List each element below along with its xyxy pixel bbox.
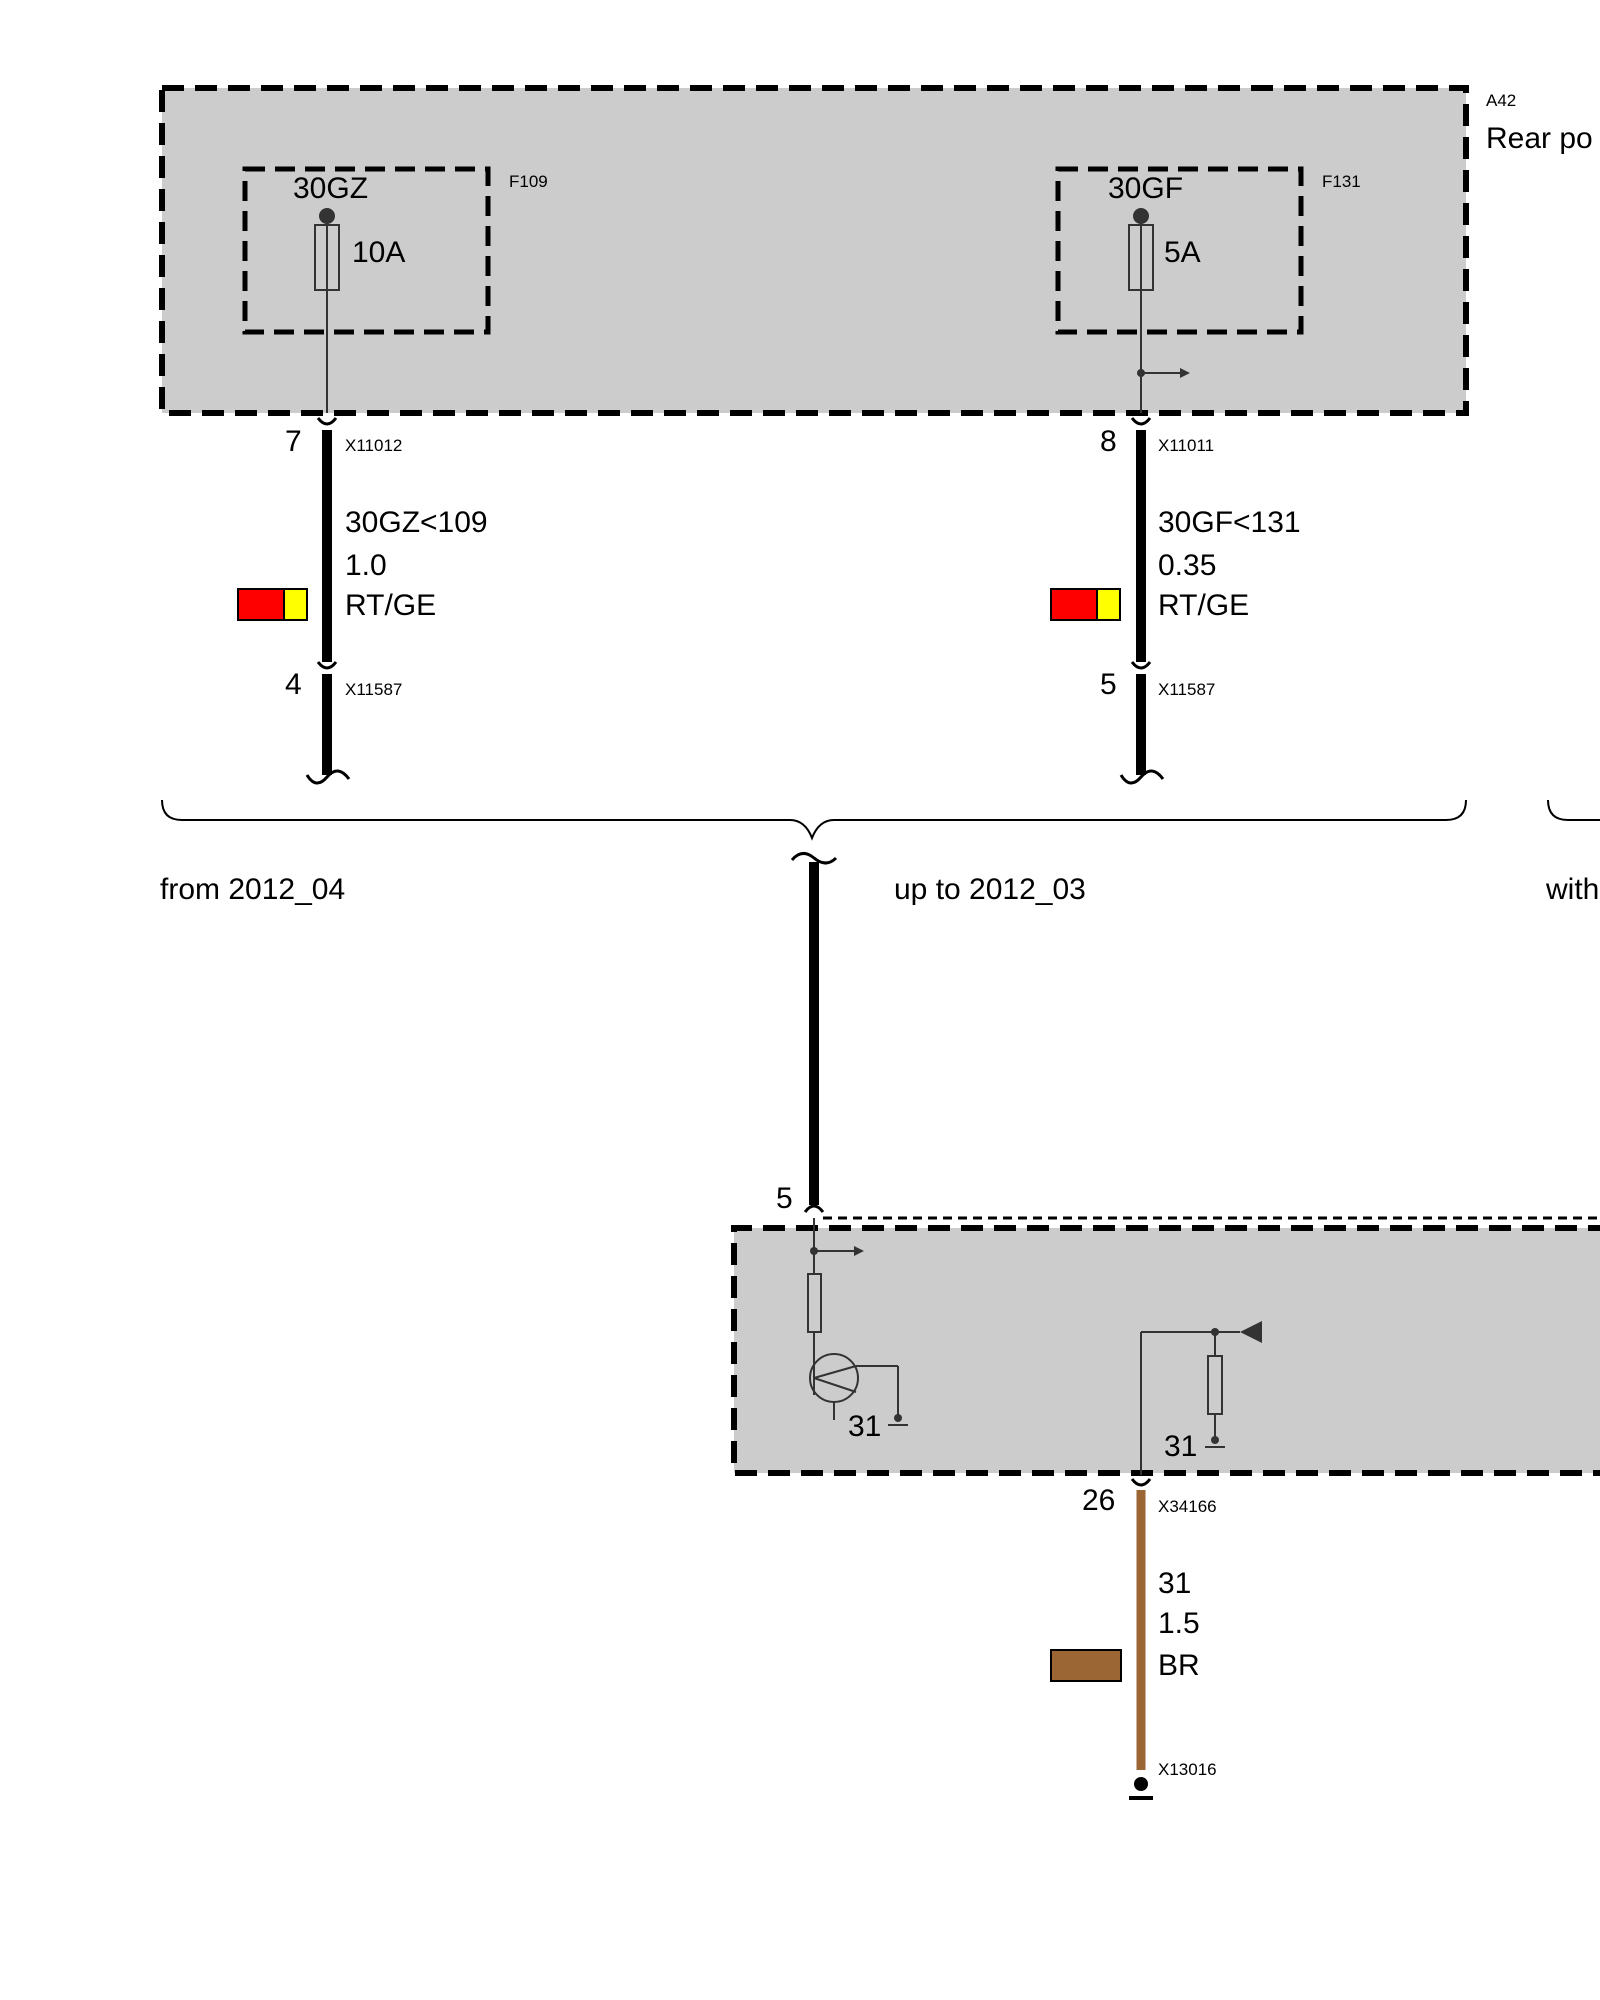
fuse-f131-id: F131 [1322, 172, 1361, 191]
wire-30gf-break-symbol [1119, 769, 1165, 785]
fuse-f109-rating: 10A [352, 236, 405, 269]
wire-30gz-color: RT/GE [345, 589, 436, 622]
fuse-f131-rating: 5A [1164, 236, 1201, 269]
wire-30gz-gauge: 1.0 [345, 549, 387, 582]
pin-26-label: 26 [1082, 1484, 1115, 1517]
module-a42-box [159, 85, 1469, 416]
ground-left-label: 31 [848, 1410, 881, 1443]
connector-x11012-symbol [316, 417, 338, 426]
variant-middle-label: up to 2012_03 [894, 873, 1086, 906]
wire-30gz-break-symbol [305, 769, 351, 785]
ground-left-dot [894, 1414, 902, 1422]
ground-point-x13016-dot [1134, 1777, 1148, 1791]
pin-4-label: 4 [285, 668, 302, 701]
connector-x11011-symbol [1130, 417, 1152, 426]
wire-31-color-swatch [1050, 1649, 1122, 1682]
connector-x13016-label: X13016 [1158, 1760, 1217, 1779]
connector-x11012-label: X11012 [345, 436, 402, 455]
wire-30gz-color-swatch [237, 588, 308, 621]
pin-8-label: 8 [1100, 425, 1117, 458]
connector-x11587-left-label: X11587 [345, 680, 402, 699]
fuse-f131-terminal: 30GF [1108, 172, 1183, 205]
fuse-f109-terminal: 30GZ [293, 172, 368, 205]
connector-x34166-symbol [1130, 1478, 1152, 1487]
variant-brace-right [1547, 799, 1600, 821]
wire-30gf-signal: 30GF<131 [1158, 506, 1301, 539]
wire-30gf-color-swatch [1050, 588, 1121, 621]
right-circuit-input-arrow-icon [1240, 1321, 1262, 1343]
lower-module-box [731, 1225, 1600, 1476]
lower-module-input-connector [803, 1204, 825, 1213]
module-a42-id: A42 [1486, 91, 1516, 110]
pin-5-upper-label: 5 [1100, 668, 1117, 701]
transistor-emitter [813, 1377, 857, 1393]
fuse-f109-id: F109 [509, 172, 548, 191]
connector-x34166-label: X34166 [1158, 1497, 1217, 1516]
module-a42-name: Rear po [1486, 122, 1593, 155]
fuse-f109-box [242, 166, 491, 335]
wire-30gf-gauge: 0.35 [1158, 549, 1216, 582]
ground-right-dot [1211, 1436, 1219, 1444]
wire-30gf-color: RT/GE [1158, 589, 1249, 622]
wire-31-signal: 31 [1158, 1567, 1191, 1600]
merged-wire-break-symbol [790, 852, 838, 865]
connector-x11587-left-symbol [316, 661, 338, 670]
wire-31-color: BR [1158, 1649, 1200, 1682]
variant-brace [161, 799, 1467, 841]
pin-5-lower-label: 5 [776, 1182, 793, 1215]
pin-7-label: 7 [285, 425, 302, 458]
connector-x11011-label: X11011 [1158, 436, 1214, 455]
ground-right-label: 31 [1164, 1430, 1197, 1463]
wire-30gz-signal: 30GZ<109 [345, 506, 488, 539]
transistor-collector [813, 1365, 857, 1379]
variant-left-label: from 2012_04 [160, 873, 345, 906]
wire-31-gauge: 1.5 [1158, 1607, 1200, 1640]
fuse-f131-box [1055, 166, 1304, 335]
connector-x11587-right-label: X11587 [1158, 680, 1215, 699]
connector-x11587-right-symbol [1130, 661, 1152, 670]
variant-right-label: with [1545, 873, 1599, 906]
